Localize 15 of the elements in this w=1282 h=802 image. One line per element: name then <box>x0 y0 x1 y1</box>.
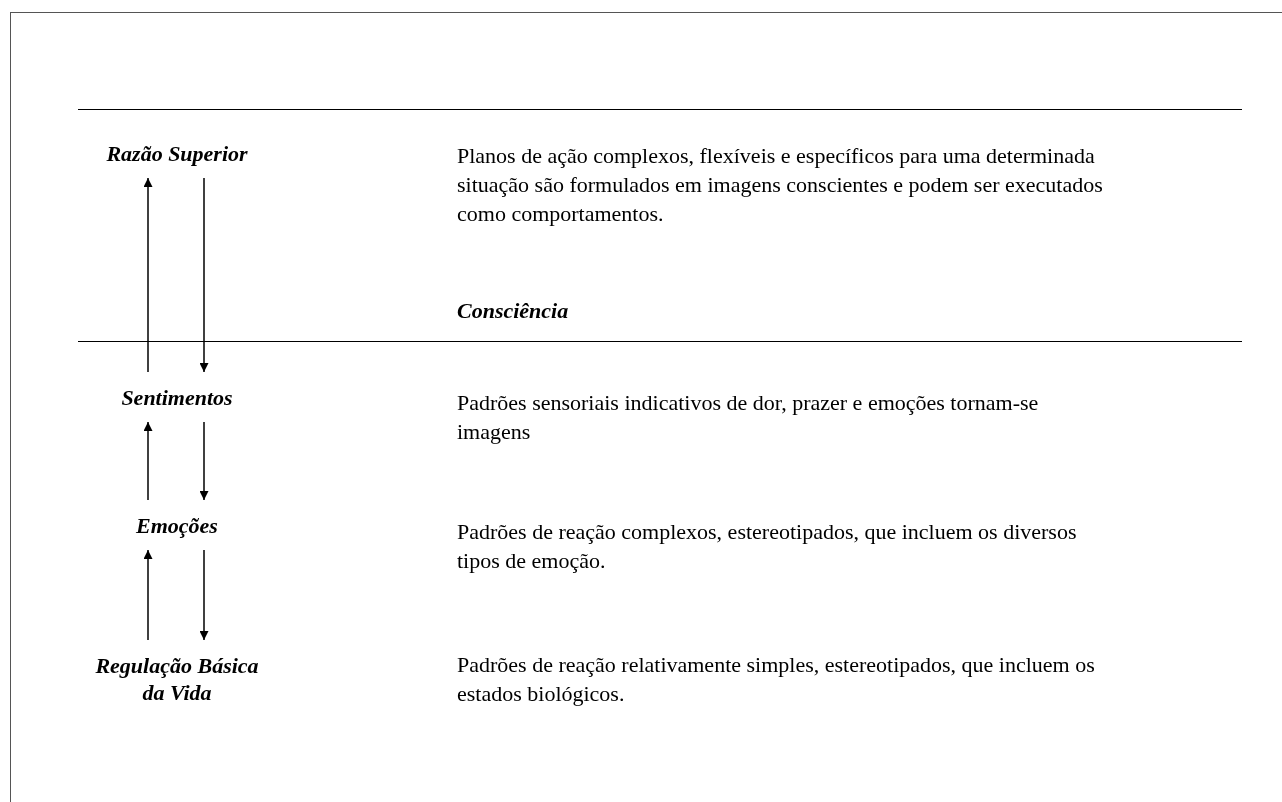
level-title: Sentimentos <box>121 383 233 411</box>
section-label: Consciência <box>457 298 569 324</box>
level-title: Emoções <box>136 511 218 539</box>
arrow <box>143 421 153 501</box>
level-description: Padrões sensoriais indicativos de dor, prazer e emoções tornam-se imagens <box>457 389 1040 446</box>
level-title: Regulação Básica da Vida <box>94 652 260 706</box>
level-description: Padrões de reação relativamente simples, estereotipados, que incluem os estados biológicos. <box>457 651 1096 708</box>
level-description: Padrões de reação complexos, estereotipados, que incluem os diversos tipos de emoção. <box>457 518 1078 575</box>
arrow <box>199 177 209 373</box>
level-description: Planos de ação complexos, flexíveis e específicos para uma determinada situação são formulados em imagens conscientes e podem ser executados como comportamentos. <box>457 142 1104 228</box>
level-title: Razão Superior <box>106 139 248 167</box>
arrow <box>199 421 209 501</box>
arrow <box>143 177 153 373</box>
arrow <box>199 549 209 641</box>
arrow <box>143 549 153 641</box>
